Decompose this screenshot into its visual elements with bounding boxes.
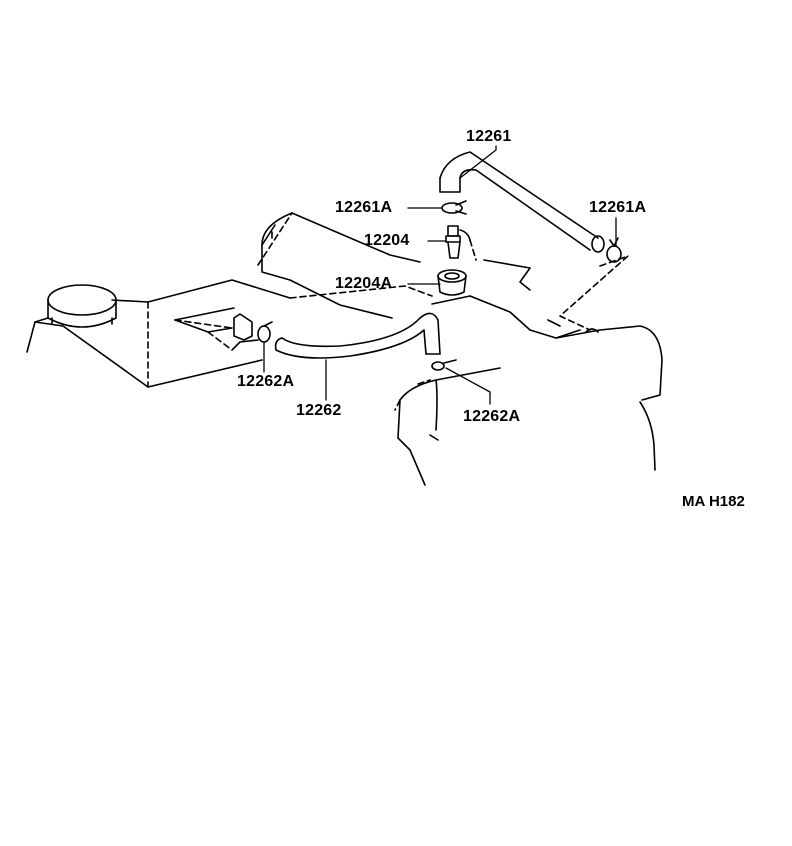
engine-block-right	[397, 319, 663, 486]
label-12262: 12262	[296, 402, 342, 419]
label-12204: 12204	[364, 232, 410, 249]
clamp-12261A-left	[441, 200, 467, 215]
label-12204A: 12204A	[335, 275, 393, 292]
hidden-lines	[147, 212, 629, 411]
hose-12261	[439, 151, 605, 253]
leader-lines	[263, 145, 617, 405]
label-12262A-left: 12262A	[237, 373, 295, 390]
pcv-valve-12204	[445, 225, 471, 259]
hose-12262	[233, 312, 441, 359]
label-12261A-left: 12261A	[335, 199, 393, 216]
grommet-12204A	[437, 269, 467, 296]
engine-block-left	[26, 279, 291, 388]
label-12261A-right: 12261A	[589, 199, 647, 216]
figure-code: MA H182	[682, 493, 745, 510]
intake-tube	[261, 212, 557, 339]
clamp-12262A-right	[431, 359, 457, 371]
clamp-12261A-right	[606, 237, 622, 263]
label-12262A-right: 12262A	[463, 408, 521, 425]
label-12261: 12261	[466, 128, 512, 145]
